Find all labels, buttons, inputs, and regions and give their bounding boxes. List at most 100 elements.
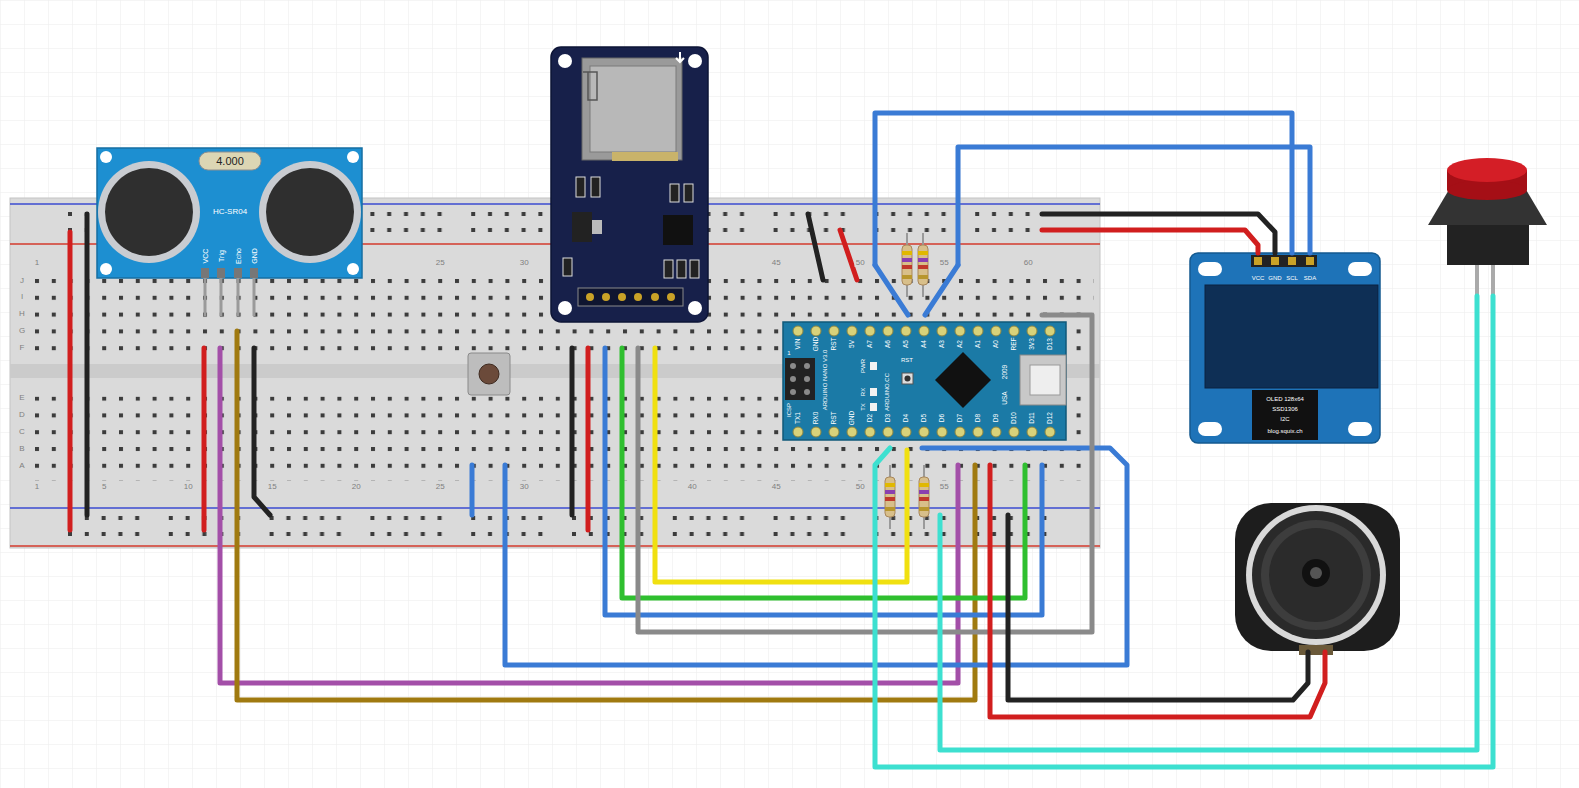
column-number: 40 <box>687 483 698 491</box>
pin-label: SCL <box>1286 275 1298 281</box>
sd-card-module <box>558 54 572 68</box>
sd-card-module <box>602 293 610 301</box>
sd-card-module <box>651 293 659 301</box>
arduino-nano-body <box>905 376 911 382</box>
sd-card-module <box>618 293 626 301</box>
pin-label: A4 <box>921 340 928 348</box>
oled-display-module: VCCGNDSCLSDAOLED 128x64SSD1306I2Cblog.sq… <box>1190 253 1380 443</box>
pin-label: 3V3 <box>1029 338 1036 350</box>
board-year: 2009 <box>1002 365 1009 379</box>
pin-label: TX1 <box>795 412 802 424</box>
jumper-wire <box>840 230 857 280</box>
resistor-symbol <box>918 233 928 297</box>
pin-label: 5V <box>849 340 856 348</box>
sd-card-module <box>677 260 686 278</box>
sd-card-module <box>690 260 699 278</box>
led-label: TX <box>860 403 866 411</box>
sd-card-module <box>664 260 673 278</box>
column-number: 25 <box>435 259 446 267</box>
row-letter: J <box>19 277 25 285</box>
ultrasonic-sensor-body <box>105 168 193 256</box>
jumper-wire <box>808 214 823 280</box>
pin-label: RST <box>831 338 838 351</box>
ultrasonic-sensor-body <box>347 263 359 275</box>
column-number: 25 <box>435 483 446 491</box>
row-letter: B <box>18 445 25 453</box>
speaker-body <box>1246 505 1386 645</box>
sd-card-module <box>551 47 708 322</box>
speaker-body <box>1310 567 1322 579</box>
jumper-wire <box>655 348 907 582</box>
oled-module-body <box>1190 253 1380 443</box>
sd-card-module <box>634 293 642 301</box>
pin-label: A5 <box>903 340 910 348</box>
pin-label: D12 <box>1047 412 1054 424</box>
ultrasonic-sensor-body <box>97 148 362 278</box>
push-button-large <box>1491 265 1495 296</box>
column-number: 15 <box>267 483 278 491</box>
led-label: RX <box>860 388 866 396</box>
jumper-wire <box>958 147 1310 265</box>
sd-card-module <box>684 184 693 202</box>
sd-card-module <box>563 258 572 276</box>
pin-label: D13 <box>1047 338 1054 350</box>
ultrasonic-sensor-body <box>100 151 112 163</box>
arduino-nano-body <box>870 403 877 411</box>
arduino-nano-body <box>790 376 796 382</box>
push-button-large <box>1447 225 1529 265</box>
pin-label: VIN <box>795 339 802 350</box>
pin-label: GND <box>813 337 820 351</box>
origin-mark: USA <box>1002 391 1009 404</box>
oled-module-body <box>1271 257 1279 265</box>
arduino-nano-body <box>935 352 991 408</box>
pin-label: D2 <box>867 414 874 422</box>
button-label: RST <box>901 357 913 363</box>
jumper-wire <box>605 348 1042 615</box>
column-number: 1 <box>34 259 40 267</box>
sd-card-module <box>612 152 678 161</box>
column-number: 45 <box>771 259 782 267</box>
pin-label: A0 <box>993 340 1000 348</box>
push-button-small <box>479 364 499 384</box>
arduino-nano-body <box>783 322 1066 440</box>
column-number: 60 <box>1023 259 1034 267</box>
jumper-wire <box>925 265 958 315</box>
header-label: ICSP <box>786 403 792 417</box>
resistor-symbol <box>885 233 929 529</box>
sd-card-module <box>667 293 675 301</box>
ultrasonic-sensor-body <box>97 148 362 316</box>
pin-label: A6 <box>885 340 892 348</box>
breadboard: 125304550556015101520253040455055JIHGFED… <box>10 198 1100 548</box>
column-number: 55 <box>939 483 950 491</box>
pin-label: VCC <box>1252 275 1265 281</box>
pin-label: D11 <box>1029 412 1036 423</box>
row-letter: D <box>18 411 26 419</box>
push-button-small <box>468 353 510 395</box>
arduino-nano-body <box>902 373 913 384</box>
jumper-wire <box>1042 214 1275 253</box>
jumper-wire <box>586 348 591 530</box>
pin-label: Trig <box>218 250 225 262</box>
sd-card-module <box>551 47 708 322</box>
pin-label: RX0 <box>813 412 820 425</box>
sd-card-module <box>592 220 602 234</box>
sd-card-module <box>572 212 592 242</box>
arduino-nano-body <box>789 322 1059 441</box>
ultrasonic-sensor-body <box>204 278 207 316</box>
jumper-wire <box>1008 515 1308 700</box>
oled-module-body <box>1251 255 1317 267</box>
row-letter: E <box>18 394 25 402</box>
board-name: ARDUINO NANO V3.0 <box>822 350 828 411</box>
row-letter: I <box>20 293 24 301</box>
maker-url: ARDUINO.CC <box>884 373 890 411</box>
oled-module-body <box>1205 285 1378 388</box>
pin-label: D9 <box>993 414 1000 422</box>
column-number: 50 <box>855 259 866 267</box>
ultrasonic-sensor-body <box>259 161 361 263</box>
arduino-nano-body <box>1030 365 1060 395</box>
push-button-large <box>1475 265 1479 296</box>
ultrasonic-sensor-body <box>266 168 354 256</box>
